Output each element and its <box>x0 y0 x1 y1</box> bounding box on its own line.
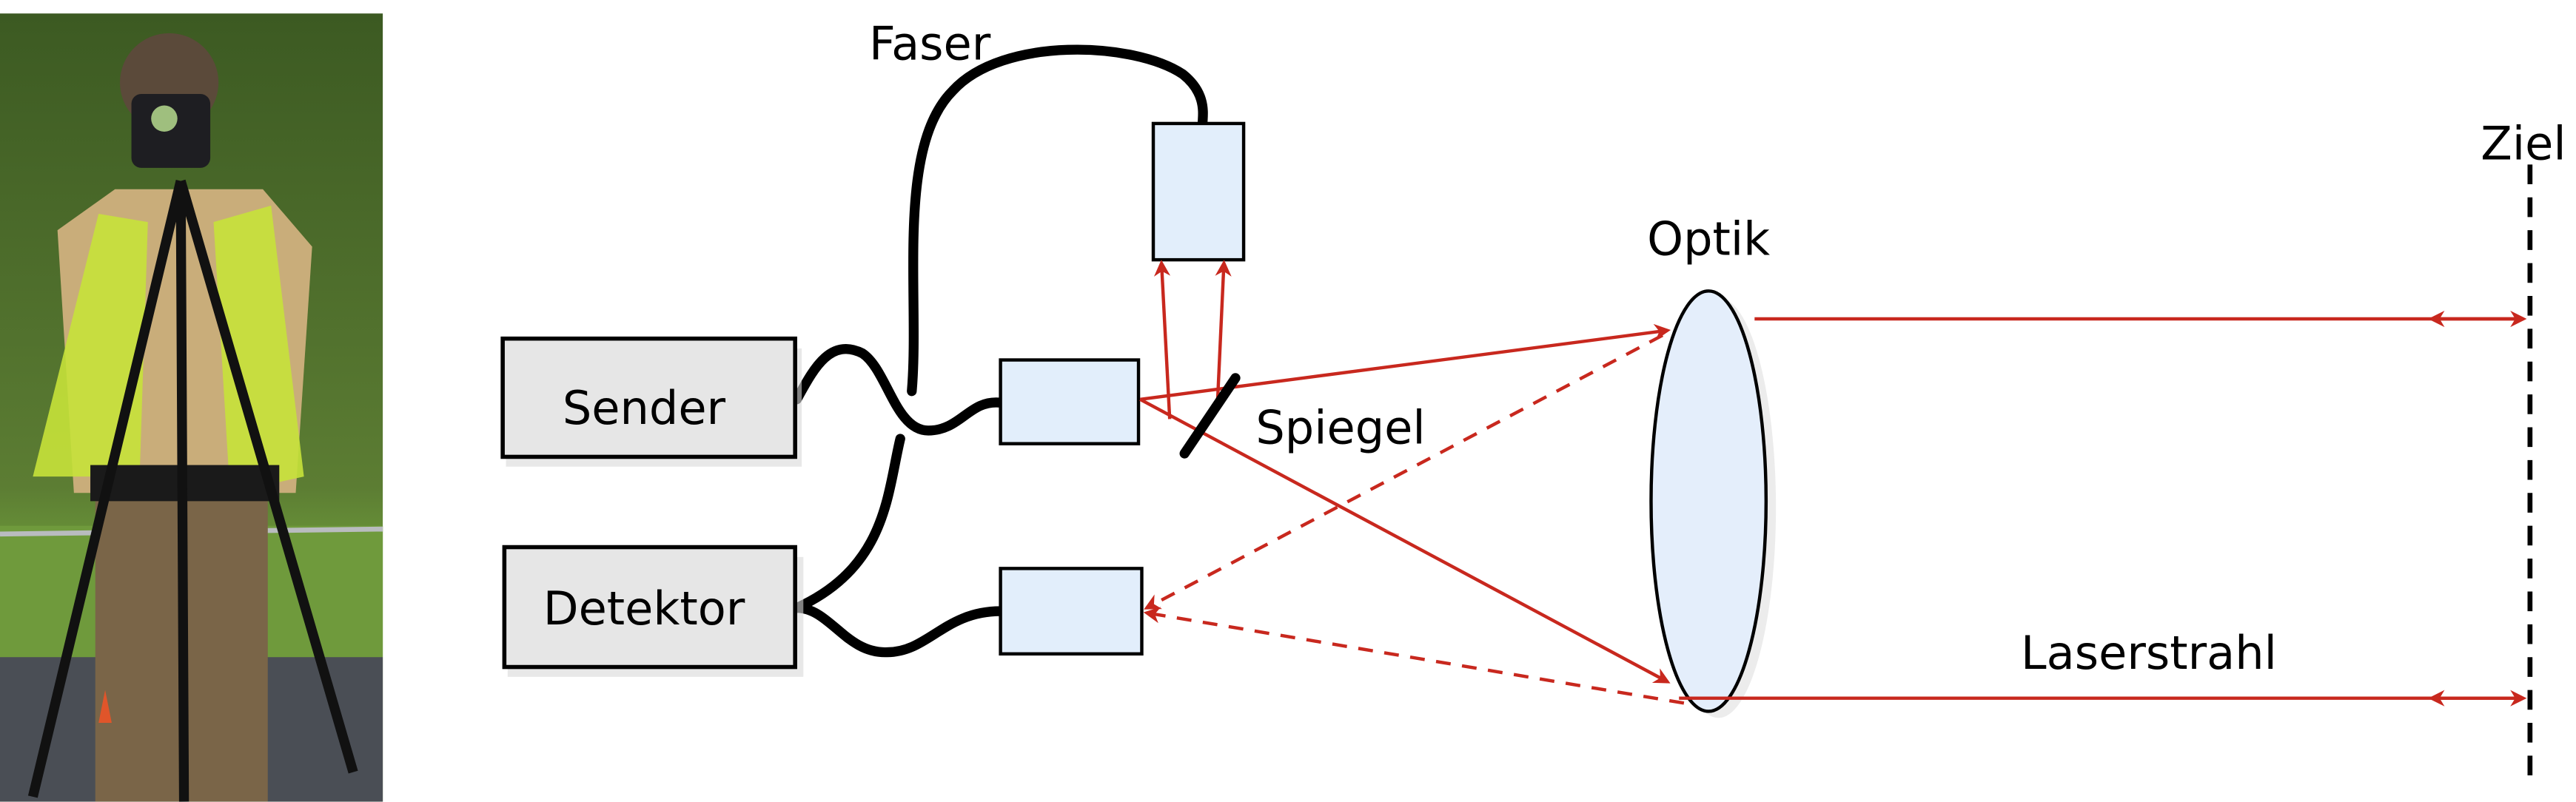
fiber-loop <box>907 44 1208 397</box>
mirror-label: Spiegel <box>1255 401 1425 455</box>
sender-label: Sender <box>563 381 726 435</box>
sender-cable <box>791 344 1006 436</box>
reference-detector <box>1151 121 1246 262</box>
mirror <box>1179 373 1241 459</box>
lens <box>1649 289 1768 713</box>
fiber-label: Faser <box>869 16 991 70</box>
target-label: Ziel <box>2481 117 2566 171</box>
detector-label: Detektor <box>543 582 745 636</box>
detector-box: Detektor <box>502 545 804 677</box>
sender-box: Sender <box>500 336 802 467</box>
sender-collimator <box>999 358 1141 445</box>
optics-label: Optik <box>1647 212 1770 266</box>
operator-photo <box>0 13 383 802</box>
detector-cable-lower <box>791 602 1006 658</box>
laser-beam-label: Laserstrahl <box>2021 626 2277 680</box>
detector-collimator <box>999 567 1144 656</box>
detector-cable-upper <box>791 434 905 613</box>
